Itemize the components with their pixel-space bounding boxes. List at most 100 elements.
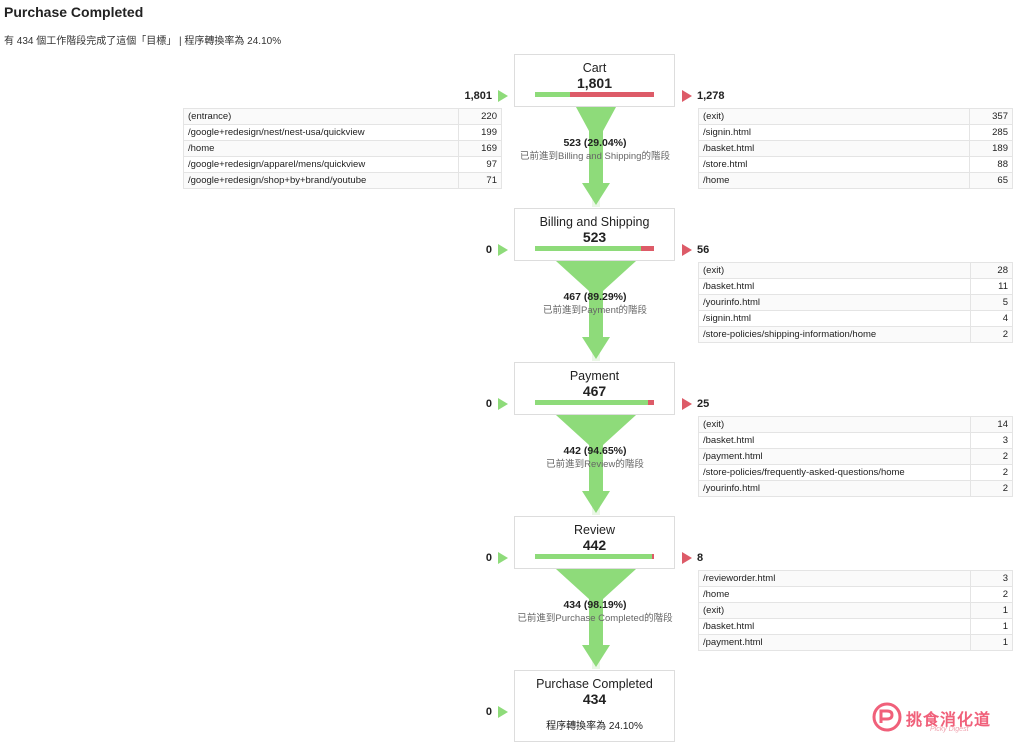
exit-count: 1 bbox=[969, 634, 1013, 651]
exit-path: (exit) bbox=[697, 108, 971, 125]
source-count: 199 bbox=[458, 124, 502, 141]
watermark-logo-subtext: Picky Digest bbox=[930, 726, 969, 733]
funnel-stage-payment[interactable]: Payment 467 bbox=[514, 362, 675, 415]
stage-entries-count: 0 bbox=[485, 244, 492, 256]
flow-arrow-icon bbox=[556, 569, 636, 667]
table-row[interactable]: (entrance)220 bbox=[183, 108, 502, 125]
entry-arrow-icon bbox=[498, 244, 508, 256]
table-row[interactable]: (exit)357 bbox=[697, 108, 1013, 125]
table-row[interactable]: /google+redesign/nest/nest-usa/quickview… bbox=[183, 124, 502, 141]
exit-path: /basket.html bbox=[698, 278, 971, 295]
exit-path: /revieworder.html bbox=[698, 570, 971, 587]
exit-count: 65 bbox=[969, 172, 1013, 189]
source-count: 169 bbox=[458, 140, 502, 157]
exit-path: /payment.html bbox=[698, 634, 971, 651]
picky-digest-logo-icon bbox=[872, 702, 902, 732]
stage-exits-count[interactable]: 56 bbox=[697, 244, 710, 256]
exit-count: 2 bbox=[969, 326, 1013, 343]
stage-entries-count: 0 bbox=[485, 552, 492, 564]
proceed-count: 467 (89.29%) bbox=[563, 291, 627, 303]
stage-exits-count[interactable]: 25 bbox=[697, 398, 710, 410]
stage-progress-fill bbox=[535, 400, 648, 405]
exit-count: 2 bbox=[970, 448, 1013, 465]
exit-path: /store.html bbox=[697, 156, 971, 173]
table-row[interactable]: /store-policies/frequently-asked-questio… bbox=[697, 464, 1013, 481]
stage-name: Purchase Completed bbox=[536, 677, 653, 691]
exit-path: /signin.html bbox=[698, 310, 971, 327]
funnel-flow-connector bbox=[576, 107, 616, 207]
table-row[interactable]: (exit)14 bbox=[697, 416, 1013, 433]
exit-path: /yourinfo.html bbox=[698, 294, 971, 311]
exit-path: /store-policies/frequently-asked-questio… bbox=[697, 464, 972, 481]
source-count: 71 bbox=[458, 172, 502, 189]
source-path: /home bbox=[183, 140, 459, 157]
source-count: 97 bbox=[458, 156, 502, 173]
stage-progress-bar bbox=[535, 400, 654, 405]
exit-count: 285 bbox=[969, 124, 1013, 141]
stage-progress-bar bbox=[535, 554, 654, 559]
funnel-stage-review[interactable]: Review 442 bbox=[514, 516, 675, 569]
exit-count: 14 bbox=[970, 416, 1013, 433]
entry-arrow-icon bbox=[498, 398, 508, 410]
stage-name: Review bbox=[574, 523, 615, 537]
source-count: 220 bbox=[458, 108, 502, 125]
exit-count: 1 bbox=[969, 618, 1013, 635]
exit-count: 189 bbox=[969, 140, 1013, 157]
table-row[interactable]: (exit)1 bbox=[698, 602, 1013, 619]
flow-arrow-icon bbox=[556, 261, 636, 359]
proceed-description: 已前進到Billing and Shipping的階段 bbox=[520, 151, 670, 162]
stage-progress-bar bbox=[535, 246, 654, 251]
exit-count: 2 bbox=[970, 480, 1013, 497]
exit-count: 3 bbox=[969, 570, 1013, 587]
exit-arrow-icon bbox=[682, 552, 692, 564]
table-row[interactable]: (exit)28 bbox=[698, 262, 1013, 279]
source-path: /google+redesign/nest/nest-usa/quickview bbox=[183, 124, 459, 141]
entry-arrow-icon bbox=[498, 552, 508, 564]
funnel-stage-purchase-completed[interactable]: Purchase Completed 434 程序轉換率為 24.10% bbox=[514, 670, 675, 742]
exit-path: /basket.html bbox=[698, 618, 971, 635]
stage-entries-count: 0 bbox=[485, 398, 492, 410]
funnel-flow-connector bbox=[556, 569, 636, 669]
stage-exits-count[interactable]: 8 bbox=[697, 552, 704, 564]
stage-exits-count[interactable]: 1,278 bbox=[697, 90, 725, 102]
exit-path: /payment.html bbox=[697, 448, 972, 465]
exit-arrow-icon bbox=[682, 90, 692, 102]
funnel-stage-cart[interactable]: Cart 1,801 bbox=[514, 54, 675, 107]
funnel-stage-billing-and-shipping[interactable]: Billing and Shipping 523 bbox=[514, 208, 675, 261]
source-path: /google+redesign/apparel/mens/quickview bbox=[183, 156, 459, 173]
proceed-label: 467 (89.29%) 已前進到Payment的階段 bbox=[505, 291, 685, 317]
exit-count: 4 bbox=[969, 310, 1013, 327]
table-row[interactable]: /store-policies/shipping-information/hom… bbox=[698, 326, 1013, 343]
stage-entries-count: 1,801 bbox=[464, 90, 492, 102]
stage-name: Cart bbox=[582, 61, 607, 75]
exit-path: /home bbox=[697, 172, 971, 189]
exit-path: /basket.html bbox=[697, 432, 972, 449]
watermark-logo-text: 挑食消化道 bbox=[906, 710, 992, 729]
proceed-count: 442 (94.65%) bbox=[563, 445, 627, 457]
conversion-rate: 程序轉換率為 24.10% bbox=[546, 721, 643, 732]
exit-path: /home bbox=[698, 586, 971, 603]
exit-count: 28 bbox=[969, 262, 1013, 279]
page-title: Purchase Completed bbox=[4, 4, 144, 20]
